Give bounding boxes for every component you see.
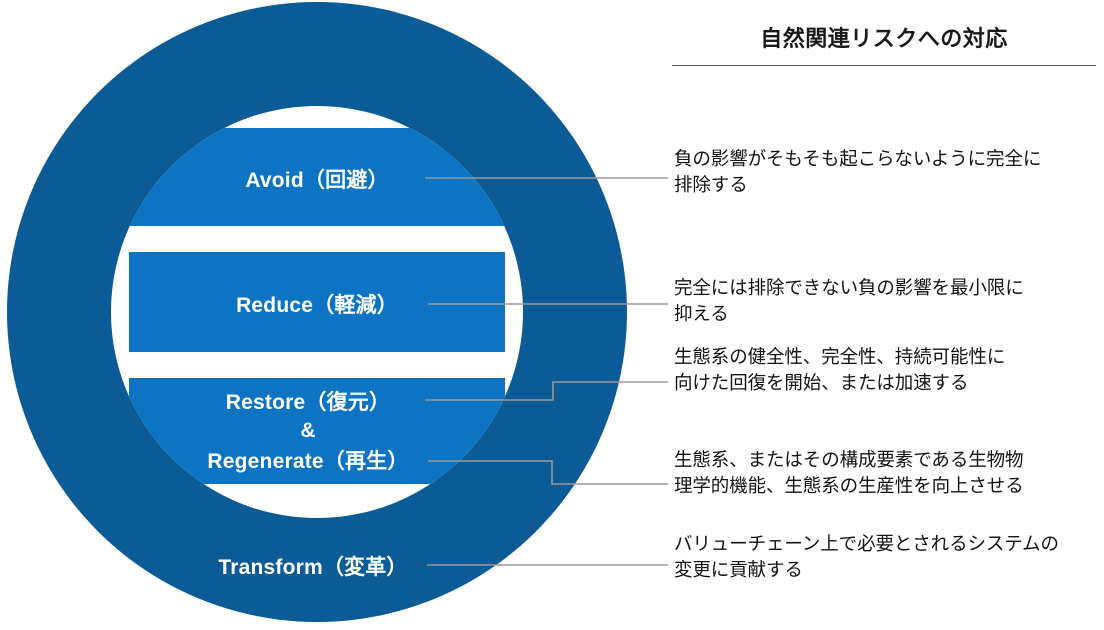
band-label-regenerate: Regenerate（再生） [207,449,408,473]
diagram-svg: Avoid（回避） Reduce（軽減） Restore（復元） & Regen… [6,2,627,622]
page-title: 自然関連リスクへの対応 [760,26,1008,51]
description-avoid: 負の影響がそもそも起こらないように完全に 排除する [674,146,1098,199]
description-line: 抑える [674,303,729,325]
description-line: バリューチェーン上で必要とされるシステムの [674,533,1059,554]
band-label-restore: Restore（復元） [226,390,390,414]
description-line: 理学的機能、生態系の生産性を向上させる [674,475,1024,497]
description-regenerate: 生態系、またはその構成要素である生物物 理学的機能、生態系の生産性を向上させる [674,447,1098,500]
band-shape-reduce [129,252,505,352]
band-label-reduce: Reduce（軽減） [236,293,398,317]
band-label-transform: Transform（変革） [218,555,407,579]
band-label-avoid: Avoid（回避） [245,168,388,192]
description-line: 変更に貢献する [674,559,803,581]
description-line: 向けた回復を開始、または加速する [674,372,969,394]
heading-block: 自然関連リスクへの対応 [672,26,1096,67]
description-line: 負の影響がそもそも起こらないように完全に [674,148,1042,169]
description-transform: バリューチェーン上で必要とされるシステムの 変更に貢献する [674,531,1098,584]
band-label-ampersand: & [300,419,315,442]
description-line: 排除する [674,174,748,196]
heading-divider [672,65,1096,67]
description-reduce: 完全には排除できない負の影響を最小限に 抑える [674,275,1098,328]
descriptions-column: 自然関連リスクへの対応 負の影響がそもそも起こらないように完全に 排除する 完全… [668,0,1104,625]
description-line: 生態系、またはその構成要素である生物物 [674,449,1024,470]
description-line: 生態系の健全性、完全性、持続可能性に [674,346,1006,367]
mitigation-hierarchy-diagram: Avoid（回避） Reduce（軽減） Restore（復元） & Regen… [6,2,627,622]
description-restore: 生態系の健全性、完全性、持続可能性に 向けた回復を開始、または加速する [674,344,1098,397]
description-line: 完全には排除できない負の影響を最小限に [674,277,1024,298]
